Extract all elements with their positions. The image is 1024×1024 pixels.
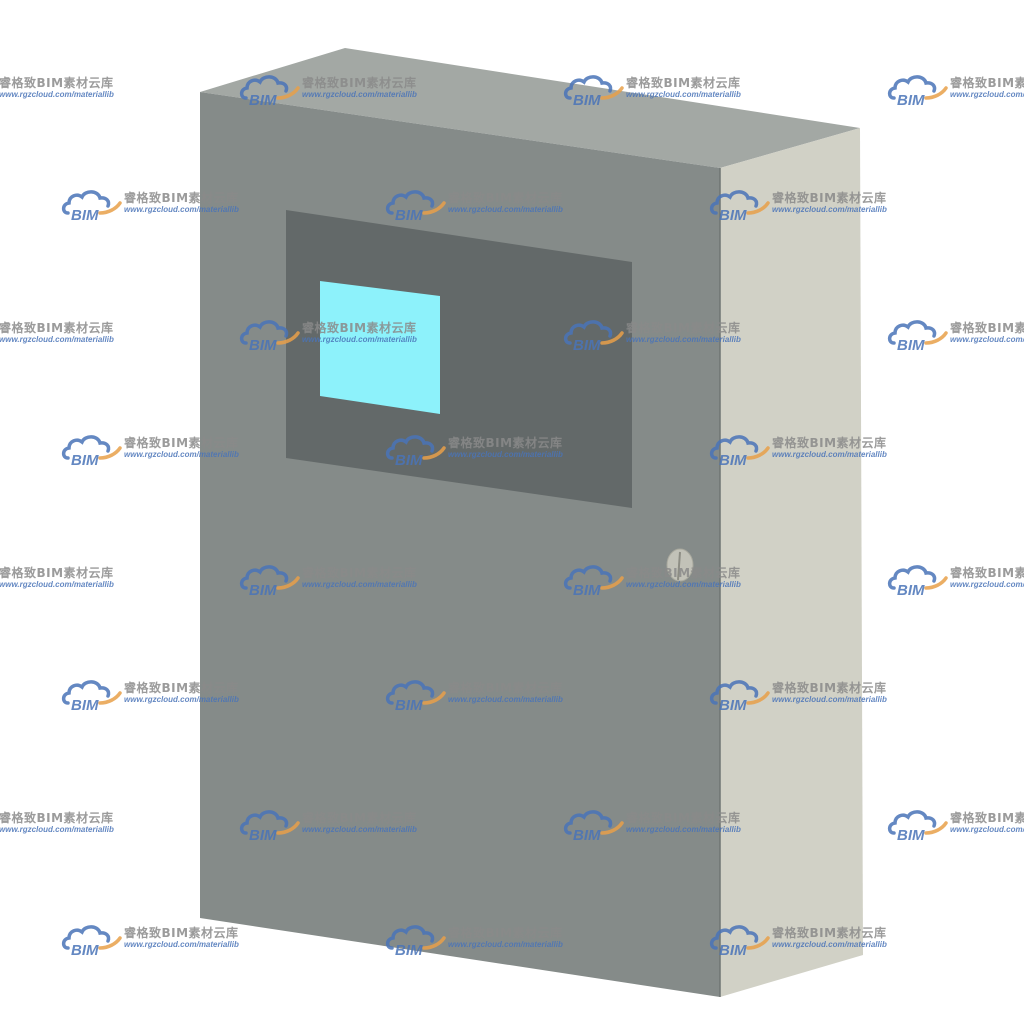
window-frame — [286, 210, 632, 508]
cabinet-top-face — [200, 48, 860, 168]
display-screen — [320, 281, 440, 414]
cabinet-front-face — [200, 92, 720, 997]
cabinet-side-face — [720, 128, 863, 997]
door-lock-handle — [666, 548, 694, 582]
